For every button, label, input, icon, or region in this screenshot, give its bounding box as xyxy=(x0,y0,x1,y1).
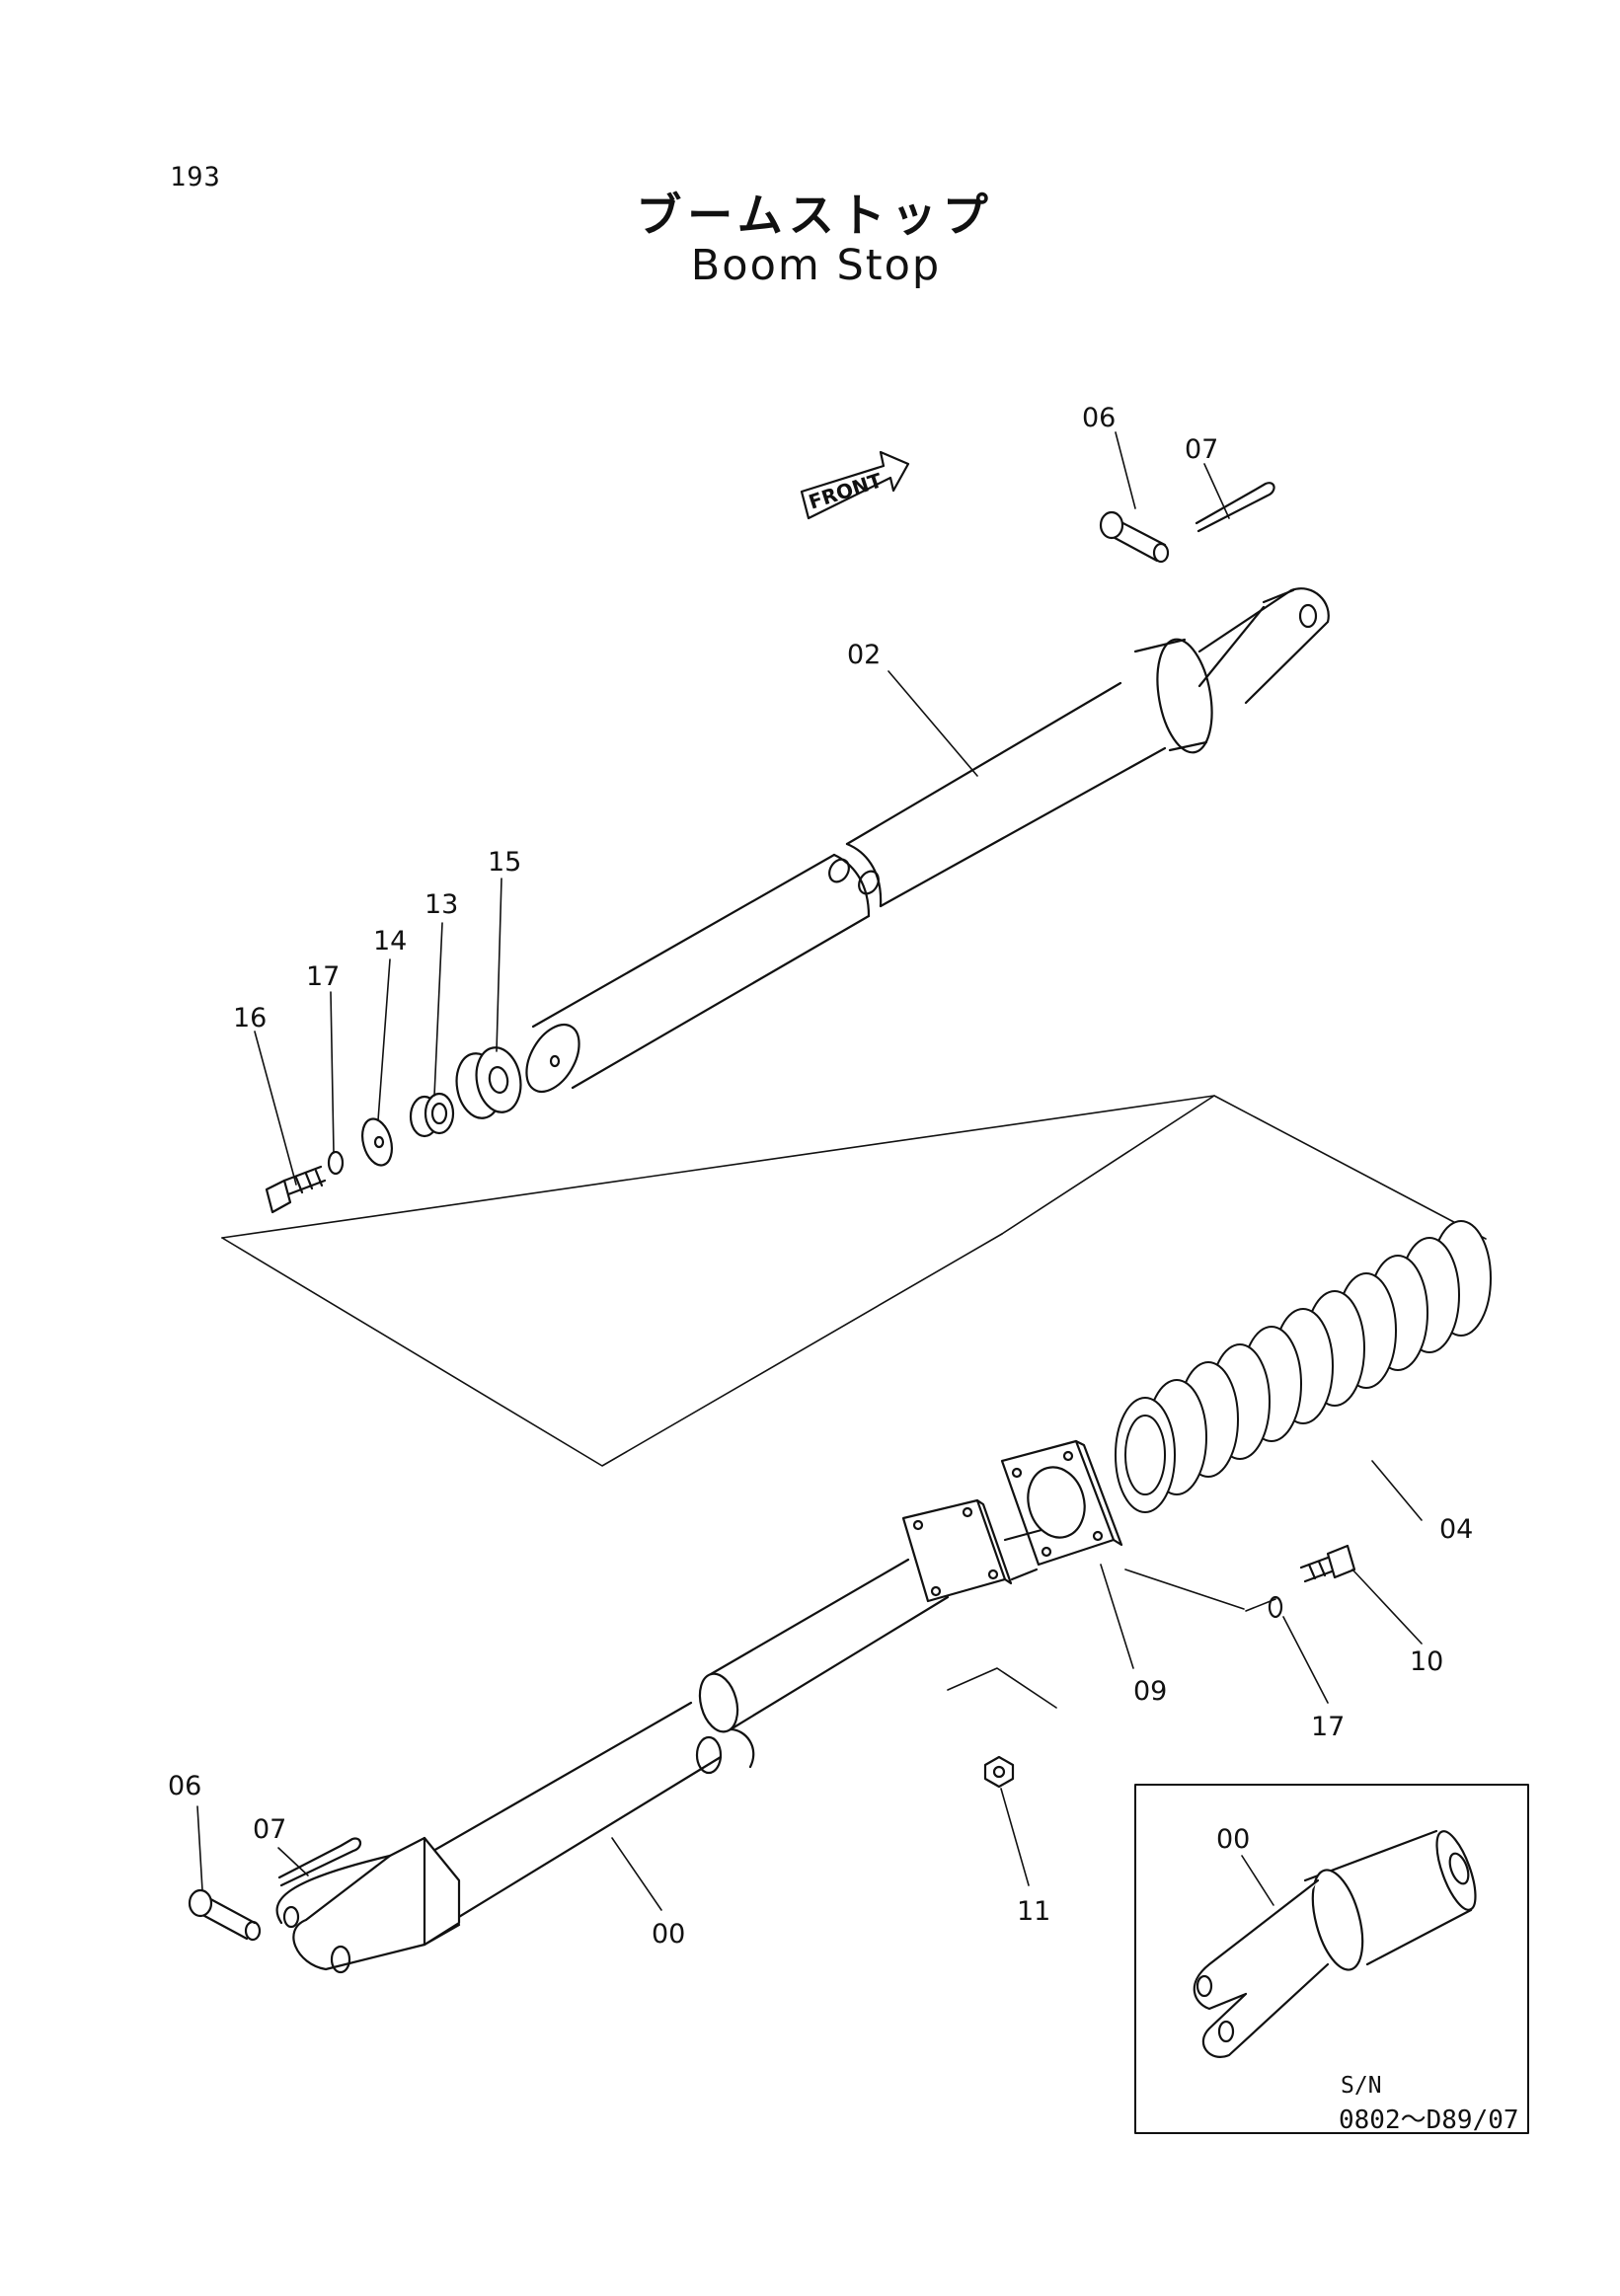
collar-13 xyxy=(409,1092,455,1138)
callout-13: 13 xyxy=(424,889,458,920)
callout-10: 10 xyxy=(1410,1646,1443,1677)
callout-07-top: 07 xyxy=(1185,434,1218,465)
split-pin-07-bottom xyxy=(277,1837,362,1887)
callout-17-bottom: 17 xyxy=(1311,1712,1345,1742)
serial-inset: 00 xyxy=(1134,1784,1529,2134)
callout-00-inset: 00 xyxy=(1216,1824,1250,1855)
callout-07-bottom: 07 xyxy=(253,1814,286,1845)
callout-04: 04 xyxy=(1439,1514,1473,1545)
callout-16: 16 xyxy=(233,1003,267,1033)
lock-washer-17-top xyxy=(327,1150,345,1176)
washer-14 xyxy=(361,1117,393,1167)
callout-00: 00 xyxy=(652,1919,685,1950)
serial-number-label: S/N xyxy=(1341,2073,1382,2099)
callout-17-top: 17 xyxy=(306,961,340,992)
pin-06-top xyxy=(1099,510,1170,564)
callout-14: 14 xyxy=(373,926,407,957)
serial-number-range: 0802～D89/07 xyxy=(1339,2105,1519,2135)
front-arrow-label: FRONT xyxy=(806,468,885,514)
leader-lines xyxy=(196,431,1423,1911)
bolt-16 xyxy=(265,1165,327,1214)
title-japanese: ブームストップ xyxy=(636,189,994,242)
phantom-leaders xyxy=(947,1569,1276,1709)
inset-tube-00 xyxy=(1193,1829,1477,2058)
tube-00 xyxy=(388,1498,1043,1947)
nut-11 xyxy=(983,1755,1015,1789)
callout-06-bottom: 06 xyxy=(168,1771,201,1801)
callout-06-top: 06 xyxy=(1082,403,1116,433)
spring-04 xyxy=(1115,1220,1492,1513)
clevis-bottom xyxy=(275,1836,461,1974)
lock-washer-17-bottom xyxy=(1268,1595,1283,1619)
callout-15: 15 xyxy=(488,847,521,878)
assembly-outline xyxy=(221,1095,1487,1467)
bolt-10 xyxy=(1299,1544,1356,1583)
callout-11: 11 xyxy=(1017,1896,1050,1927)
split-pin-07-top xyxy=(1195,482,1275,533)
callout-02: 02 xyxy=(847,640,881,670)
front-arrow: FRONT xyxy=(800,450,910,520)
washer-15 xyxy=(455,1046,522,1119)
flange-09 xyxy=(1000,1439,1123,1567)
rod-02 xyxy=(525,587,1330,1093)
callout-09: 09 xyxy=(1133,1676,1167,1707)
pin-06-bottom xyxy=(188,1888,262,1942)
page-number: 193 xyxy=(170,162,221,192)
title-english: Boom Stop xyxy=(690,241,942,290)
